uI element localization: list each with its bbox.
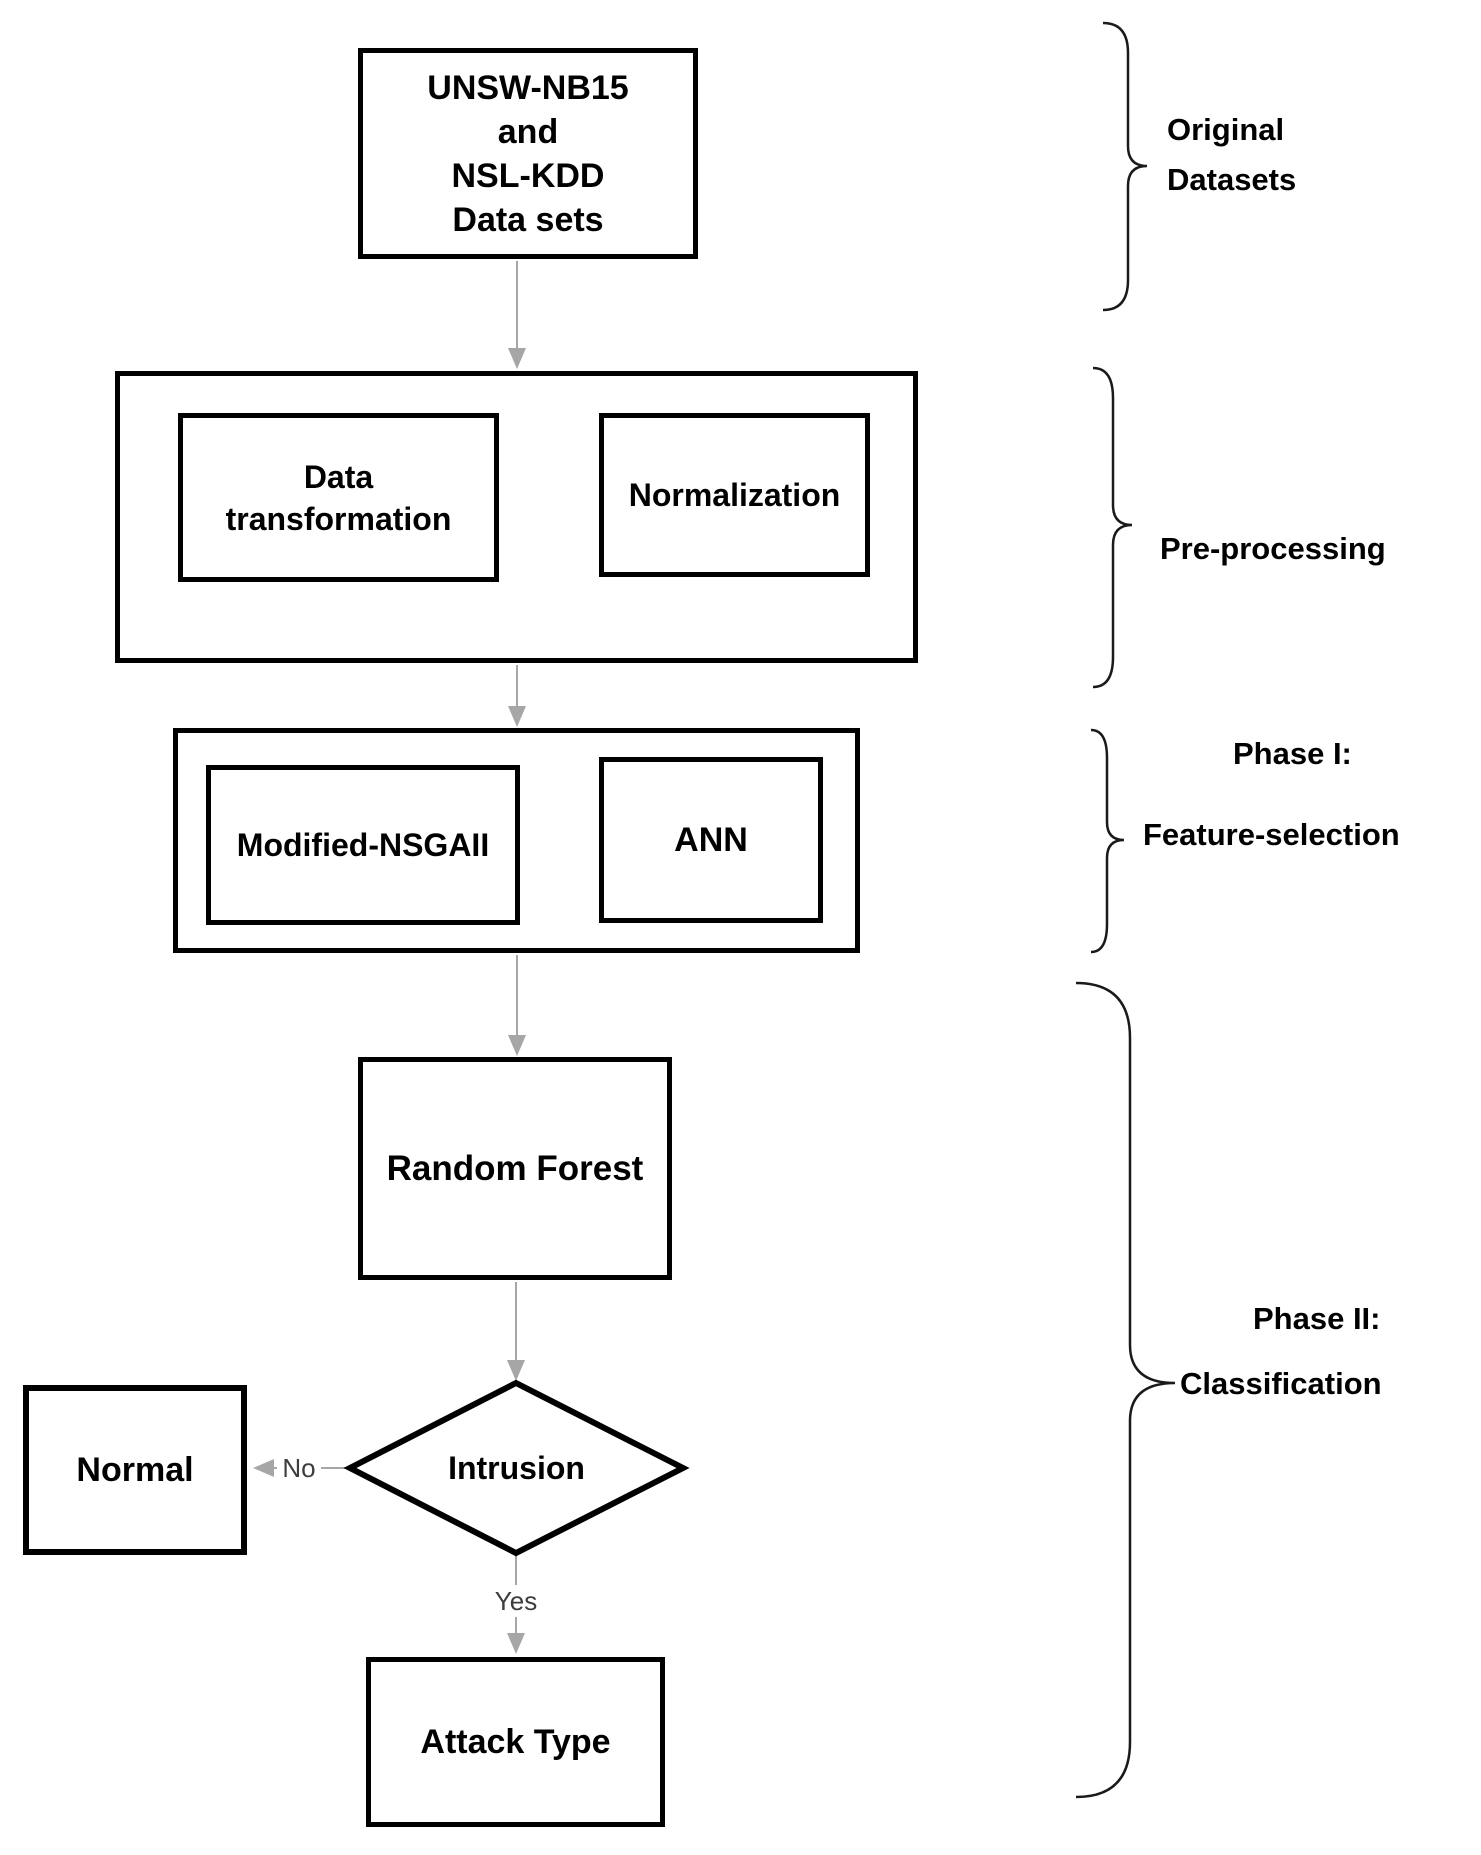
annotation-original-datasets: Original Datasets [1167,105,1296,205]
brace-original-datasets [1102,21,1148,312]
preprocessing-container-box [115,371,918,663]
node-random-forest-box: Random Forest [358,1057,672,1280]
arrow-randomforest-to-intrusion [507,1282,525,1381]
node-ann-label: ANN [674,821,748,859]
node-datasets-line3: NSL-KDD [451,156,605,195]
node-datasets-line4: Data sets [452,200,604,239]
node-data-transformation-line1: Data [303,458,374,495]
edge-label-yes: Yes [486,1585,546,1617]
brace-phase2 [1075,981,1176,1799]
brace-pre-processing [1092,366,1133,689]
arrowhead-down-icon [508,1035,526,1056]
arrow-preprocessing-to-phase1 [508,665,526,727]
annotation-original-datasets-line2: Datasets [1167,162,1297,197]
intrusion-diamond-shape [343,1379,690,1557]
node-attack-type-label: Attack Type [420,1723,611,1761]
arrowhead-down-icon [508,706,526,727]
phase1-container-box [173,728,860,953]
node-normalization-box: Normalization [599,413,870,577]
node-attack-type-box: Attack Type [366,1657,665,1827]
node-random-forest-label: Random Forest [386,1148,644,1188]
node-datasets-line1: UNSW-NB15 [427,68,629,107]
node-datasets-line2: and [497,112,559,151]
node-normalization-label: Normalization [628,477,841,513]
arrow-phase1-to-randomforest [508,955,526,1056]
annotation-pre-processing: Pre-processing [1160,531,1386,566]
node-intrusion-label: Intrusion [448,1449,585,1486]
node-normal-box: Normal [23,1385,247,1555]
annotation-original-datasets-line1: Original [1167,112,1285,147]
node-datasets-box: UNSW-NB15 and NSL-KDD Data sets [358,48,698,259]
node-data-transformation-line2: transformation [225,500,452,537]
arrowhead-down-icon [507,1633,525,1654]
node-ann-box: ANN [599,757,823,923]
node-data-transformation-box: Data transformation [178,413,499,582]
node-normal-label: Normal [76,1451,194,1489]
annotation-phase2-title: Phase II: [1253,1301,1381,1336]
annotation-phase1-subtitle: Feature-selection [1143,817,1400,852]
arrowhead-left-icon [253,1459,274,1477]
brace-phase1 [1090,728,1125,954]
node-modified-nsgaii-box: Modified-NSGAII [206,765,520,925]
annotation-phase1-title: Phase I: [1233,736,1352,771]
arrowhead-down-icon [507,1360,525,1381]
edge-label-no: No [277,1452,321,1484]
annotation-phase2-subtitle: Classification [1180,1366,1382,1401]
arrowhead-down-icon [508,348,526,369]
node-modified-nsgaii-label: Modified-NSGAII [236,827,490,863]
arrow-datasets-to-preprocessing [508,261,526,369]
